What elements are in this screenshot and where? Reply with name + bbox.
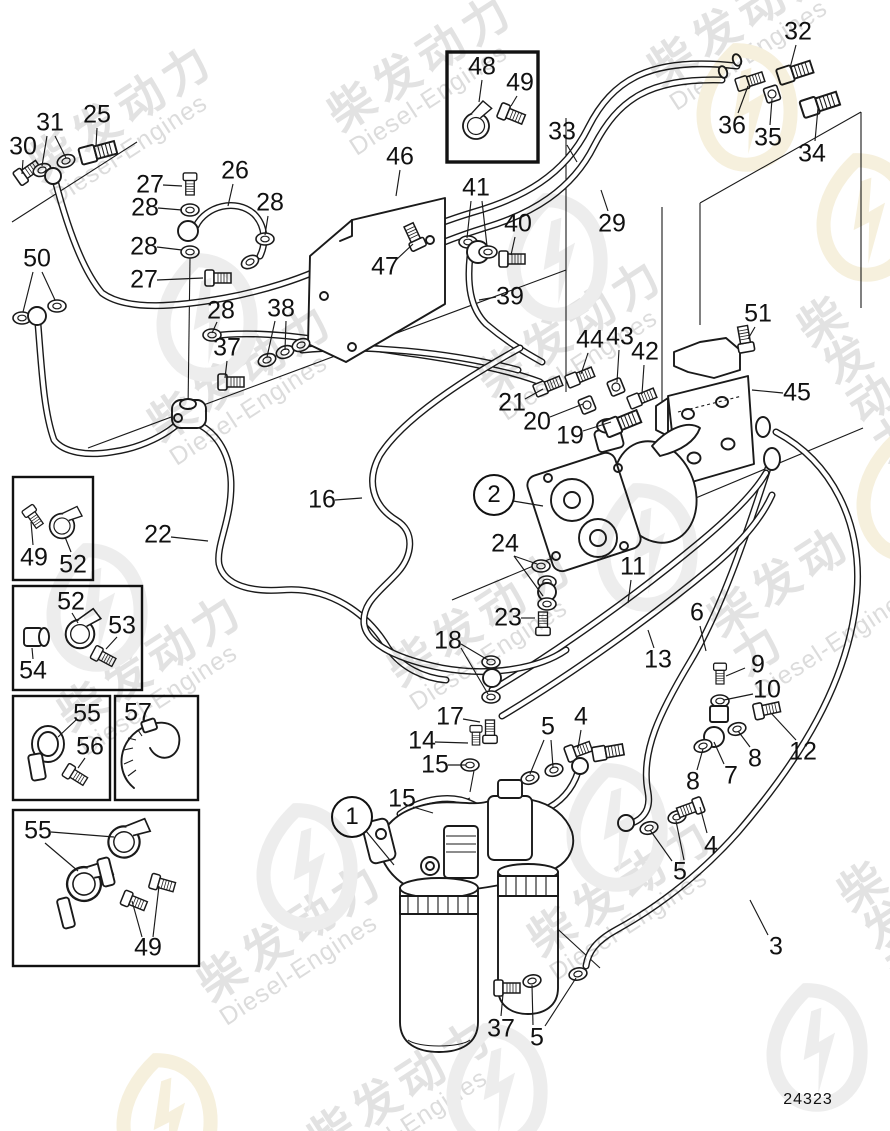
fittings-23-24 xyxy=(531,559,557,637)
part-callout-39: 39 xyxy=(496,282,524,311)
part-callout-23: 23 xyxy=(494,603,522,632)
part-callout-6: 6 xyxy=(690,598,704,627)
part-callout-49: 49 xyxy=(134,933,162,962)
part-callout-9: 9 xyxy=(751,650,765,679)
part-callout-56: 56 xyxy=(76,732,104,761)
part-callout-24: 24 xyxy=(491,529,519,558)
part-callout-15: 15 xyxy=(388,784,416,813)
part-callout-30: 30 xyxy=(9,132,37,161)
part-callout-17: 17 xyxy=(436,702,464,731)
part-callout-55: 55 xyxy=(24,816,52,845)
part-callout-12: 12 xyxy=(789,737,817,766)
part-callout-22: 22 xyxy=(144,520,172,549)
part-callout-36: 36 xyxy=(718,111,746,140)
part-callout-20: 20 xyxy=(523,407,551,436)
part-callout-15: 15 xyxy=(421,750,449,779)
part-callout-8: 8 xyxy=(686,767,700,796)
part-callout-54: 54 xyxy=(19,656,47,685)
part-callout-2: 2 xyxy=(473,474,515,516)
part-callout-25: 25 xyxy=(83,100,111,129)
part-callout-42: 42 xyxy=(631,337,659,366)
part-callout-21: 21 xyxy=(498,388,526,417)
part-callout-13: 13 xyxy=(644,645,672,674)
fittings-top-left xyxy=(11,138,119,187)
part-callout-5: 5 xyxy=(541,712,555,741)
part-callout-48: 48 xyxy=(468,52,496,81)
part-callout-34: 34 xyxy=(798,139,826,168)
fittings-return-tee xyxy=(691,662,783,755)
part-callout-27: 27 xyxy=(130,265,158,294)
fuel-filter-assembly xyxy=(361,741,626,1053)
inset-box-57 xyxy=(113,694,200,802)
mounting-plate-46 xyxy=(307,197,446,363)
part-callout-1: 1 xyxy=(331,796,373,838)
part-callout-3: 3 xyxy=(769,932,783,961)
bracket-45 xyxy=(655,324,781,487)
part-callout-37: 37 xyxy=(487,1014,515,1043)
part-callout-29: 29 xyxy=(598,209,626,238)
figure-number: 24323 xyxy=(783,1091,833,1108)
part-callout-52: 52 xyxy=(57,587,85,616)
part-callout-28: 28 xyxy=(256,188,284,217)
tee-connector xyxy=(171,398,207,429)
part-callout-53: 53 xyxy=(108,611,136,640)
part-callout-44: 44 xyxy=(576,325,604,354)
fittings-banjo-50 xyxy=(12,299,67,326)
part-callout-57: 57 xyxy=(124,698,152,727)
part-callout-28: 28 xyxy=(130,232,158,261)
part-callout-52: 52 xyxy=(59,550,87,579)
part-callout-41: 41 xyxy=(462,173,490,202)
part-callout-40: 40 xyxy=(504,209,532,238)
part-callout-35: 35 xyxy=(754,123,782,152)
part-callout-50: 50 xyxy=(23,244,51,273)
part-callout-16: 16 xyxy=(308,485,336,514)
part-callout-10: 10 xyxy=(753,675,781,704)
fittings-17-18 xyxy=(427,655,502,822)
part-callout-14: 14 xyxy=(408,726,436,755)
part-callout-33: 33 xyxy=(548,117,576,146)
part-callout-5: 5 xyxy=(530,1023,544,1052)
part-callout-49: 49 xyxy=(20,543,48,572)
part-callout-28: 28 xyxy=(131,193,159,222)
part-callout-47: 47 xyxy=(371,252,399,281)
inset-box-55-56 xyxy=(11,694,112,802)
part-callout-37: 37 xyxy=(213,333,241,362)
part-callout-28: 28 xyxy=(207,296,235,325)
fittings-banjo-26 xyxy=(177,172,275,287)
part-callout-26: 26 xyxy=(221,156,249,185)
part-callout-27: 27 xyxy=(136,170,164,199)
part-callout-45: 45 xyxy=(783,378,811,407)
inset-box-48-49 xyxy=(445,50,540,164)
part-callout-4: 4 xyxy=(574,702,588,731)
fittings-41-40 xyxy=(458,235,526,268)
part-callout-43: 43 xyxy=(606,322,634,351)
part-callout-5: 5 xyxy=(673,857,687,886)
part-callout-8: 8 xyxy=(748,744,762,773)
part-callout-11: 11 xyxy=(620,552,646,581)
part-callout-19: 19 xyxy=(556,421,584,450)
part-callout-46: 46 xyxy=(386,142,414,171)
part-callout-32: 32 xyxy=(784,17,812,46)
part-callout-49: 49 xyxy=(506,68,534,97)
part-callout-31: 31 xyxy=(36,108,64,137)
part-callout-51: 51 xyxy=(744,299,772,328)
part-callout-18: 18 xyxy=(434,626,462,655)
part-callout-4: 4 xyxy=(704,831,718,860)
part-callout-55: 55 xyxy=(73,699,101,728)
part-callout-38: 38 xyxy=(267,294,295,323)
part-callout-7: 7 xyxy=(724,761,738,790)
inset-box-55-49 xyxy=(11,808,201,968)
